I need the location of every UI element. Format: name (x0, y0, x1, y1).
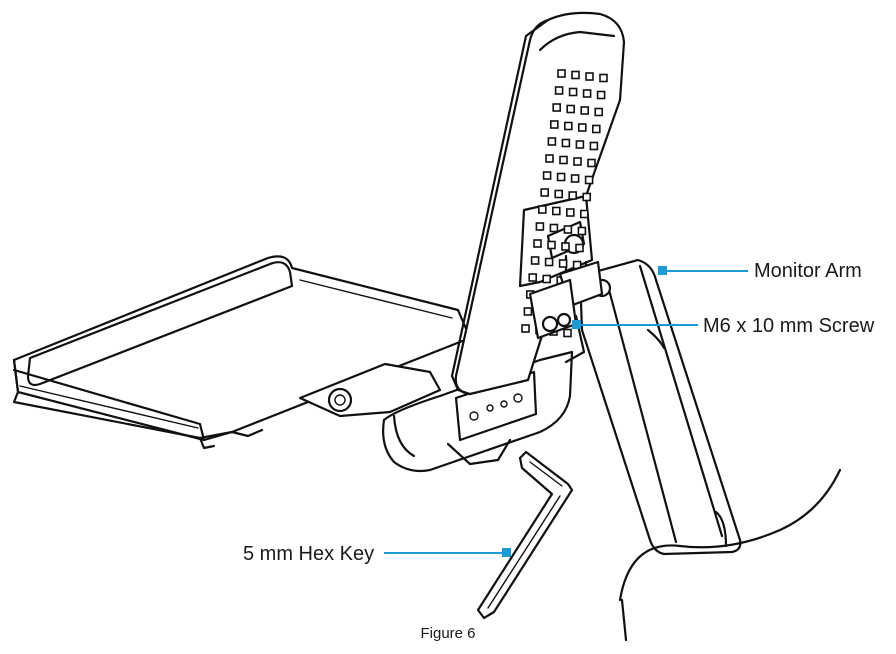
ventilation-hole (573, 157, 582, 166)
ventilation-hole (558, 259, 568, 268)
ventilation-hole (580, 106, 590, 115)
ventilation-hole (547, 137, 557, 146)
hex-key (476, 450, 574, 620)
ventilation-hole (563, 328, 572, 338)
ventilation-hole (521, 324, 530, 333)
keyboard-tray (12, 255, 472, 450)
ventilation-hole (589, 141, 599, 151)
ventilation-hole (556, 172, 566, 182)
ventilation-hole (566, 104, 576, 114)
ventilation-hole (561, 242, 570, 251)
ventilation-hole (565, 208, 575, 217)
ventilation-hole (577, 123, 587, 132)
ventilation-hole (554, 86, 564, 95)
ventilation-hole (575, 243, 584, 253)
ventilation-hole (582, 89, 592, 98)
ventilation-hole (547, 240, 556, 250)
ventilation-hole (540, 188, 550, 197)
ventilation-hole (561, 138, 571, 148)
figure-caption: Figure 6 (420, 625, 476, 642)
ventilation-hole (599, 73, 608, 83)
ventilation-hole (537, 205, 547, 214)
ventilation-hole (528, 273, 538, 282)
ventilation-hole (577, 226, 587, 236)
ventilation-hole (568, 87, 578, 97)
monitor-arm-label: Monitor Arm (754, 260, 862, 282)
ventilation-hole (585, 72, 594, 81)
ventilation-hole (582, 192, 592, 202)
ventilation-hole (545, 154, 554, 163)
ventilation-hole (579, 209, 589, 219)
ventilation-hole (570, 174, 580, 183)
ventilation-hole (563, 225, 573, 234)
ventilation-hole (554, 189, 564, 199)
monitor-arm (528, 258, 742, 556)
ventilation-hole (584, 175, 594, 185)
screw-label: M6 x 10 mm Screw (703, 315, 875, 337)
ventilation-hole (523, 307, 533, 316)
ventilation-hole (544, 257, 554, 267)
ventilation-hole (559, 155, 568, 165)
post-cut-line (618, 468, 842, 642)
ventilation-hole (571, 70, 580, 80)
ventilation-hole (594, 107, 604, 117)
ventilation-hole (542, 171, 552, 180)
ventilation-hole (530, 256, 540, 265)
ventilation-hole (568, 191, 578, 200)
ventilation-hole (542, 274, 552, 284)
ventilation-hole (557, 69, 566, 78)
callout-leaders (384, 266, 748, 557)
ventilation-hole (535, 222, 545, 231)
ventilation-hole (596, 90, 606, 100)
ventilation-hole (549, 120, 559, 129)
ventilation-hole (563, 121, 573, 131)
ventilation-hole (549, 223, 559, 233)
hex-key-label: 5 mm Hex Key (243, 543, 375, 565)
ventilation-hole (587, 158, 596, 168)
ventilation-hole (552, 103, 562, 112)
ventilation-hole (551, 206, 561, 216)
ventilation-hole (591, 124, 601, 134)
ventilation-hole (533, 239, 542, 248)
ventilation-hole (575, 140, 585, 149)
